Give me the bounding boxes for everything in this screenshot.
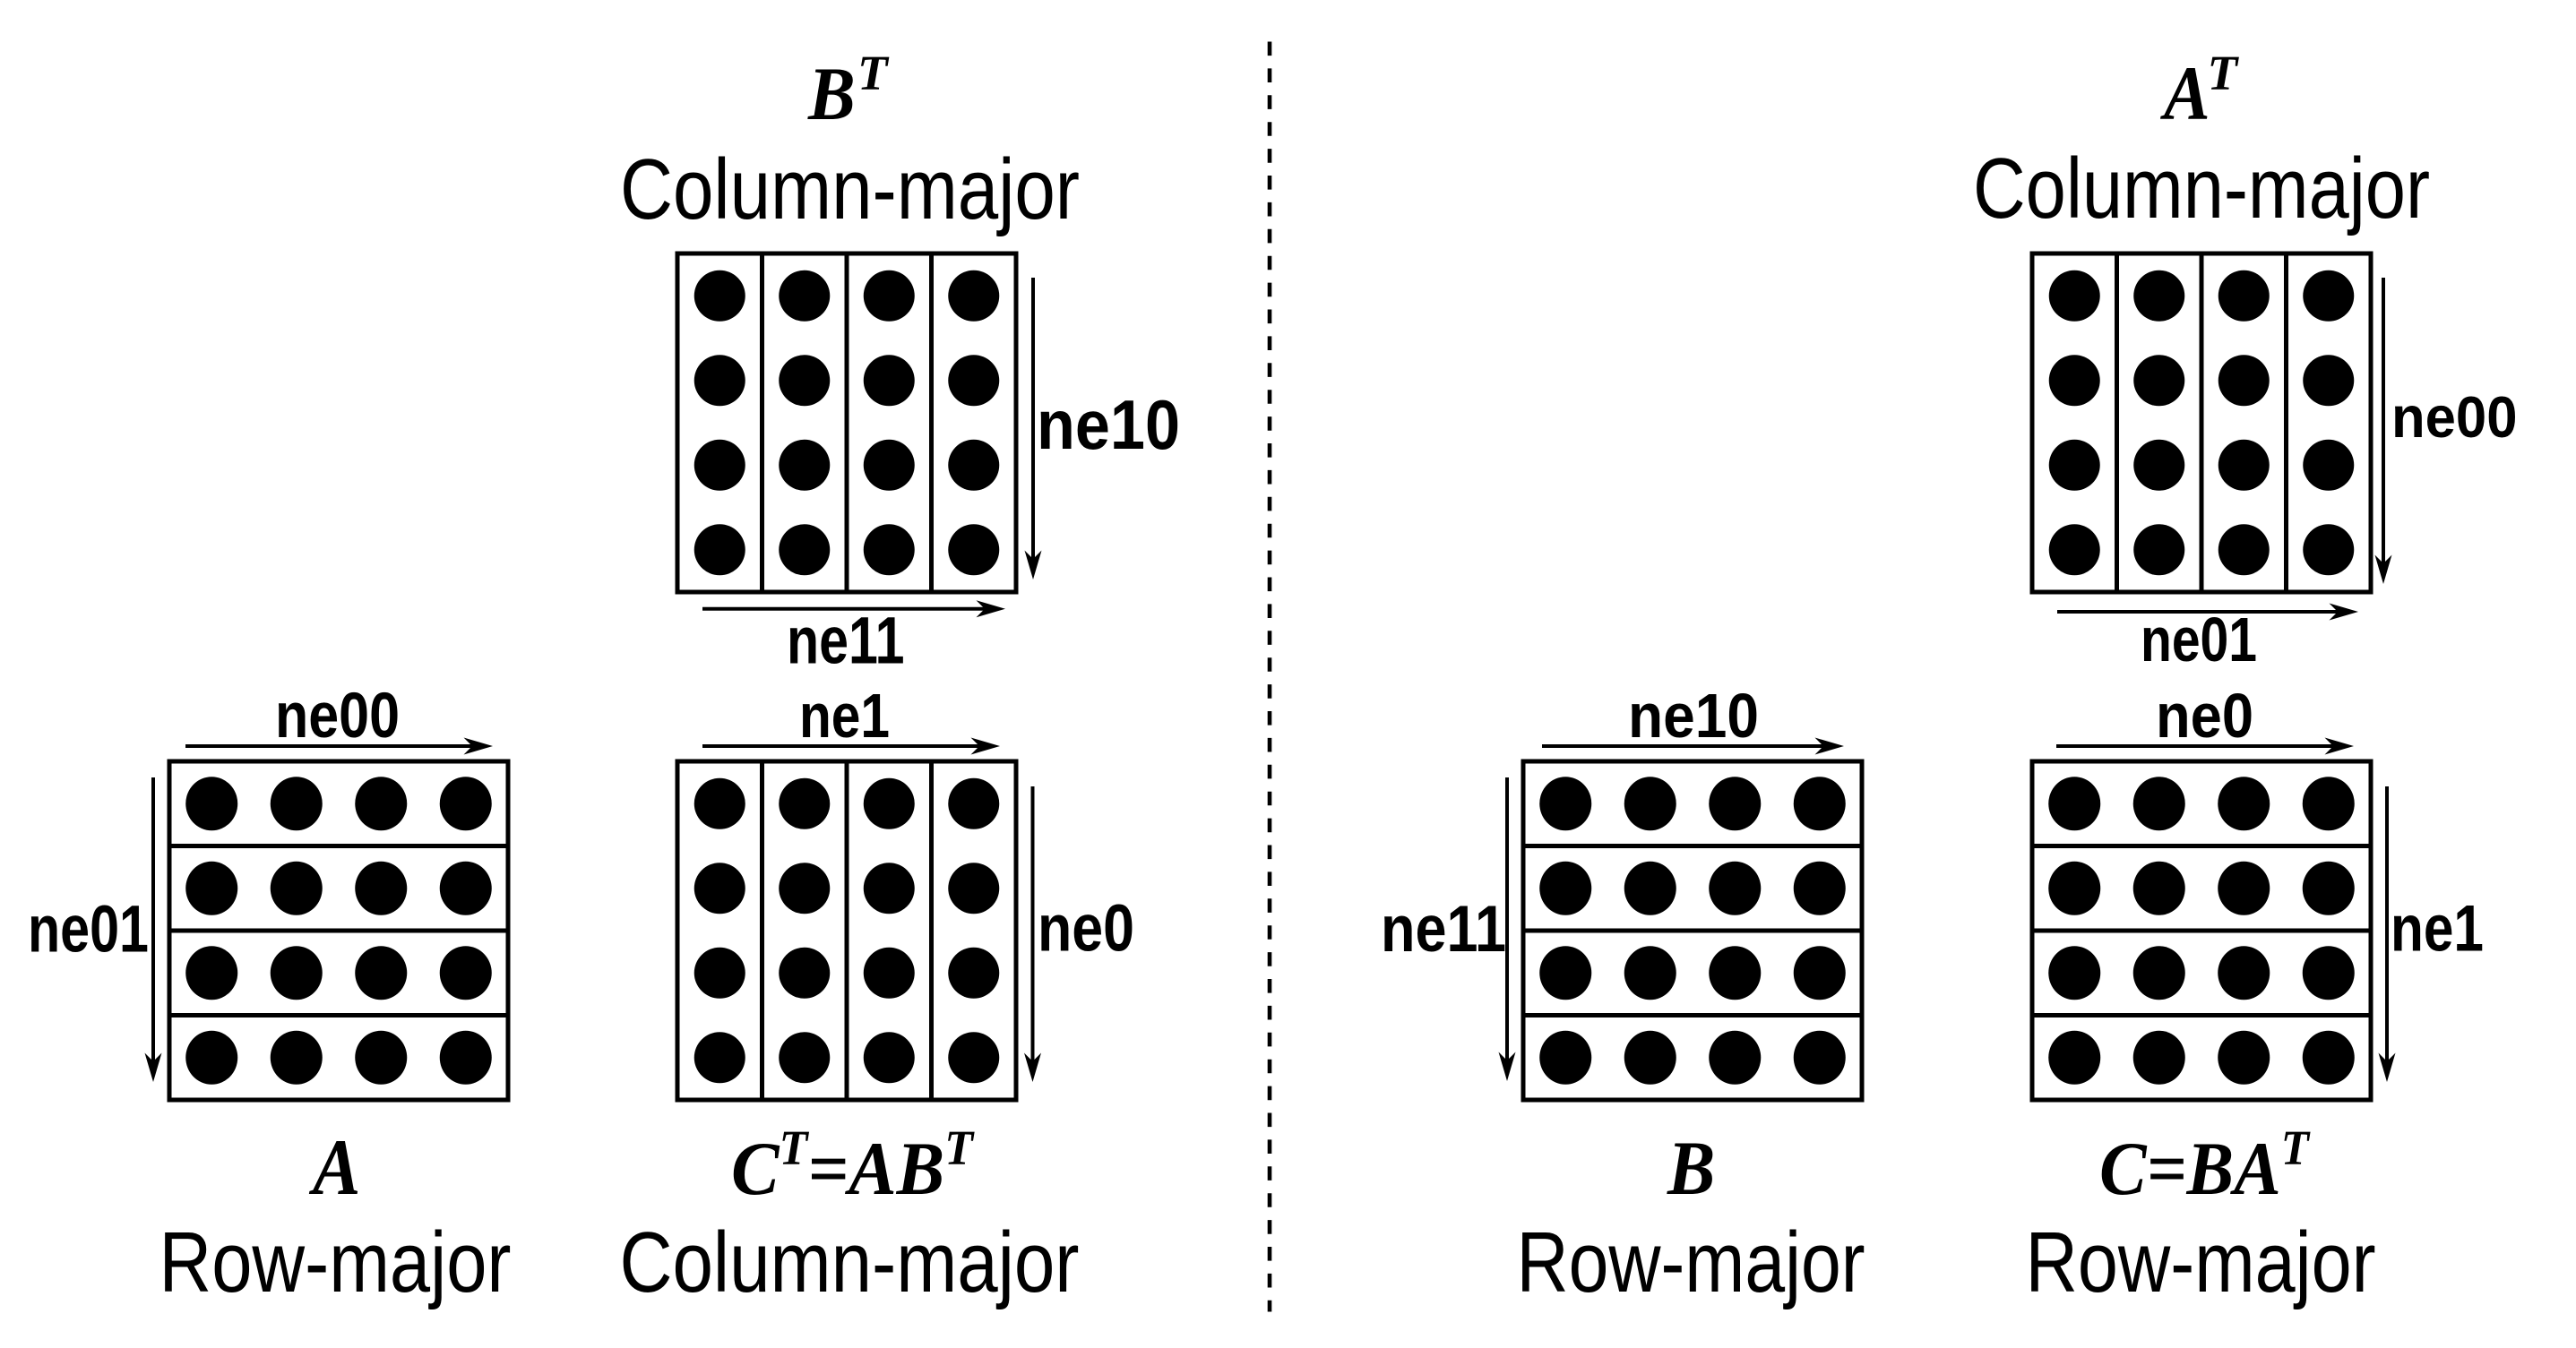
svg-text:ne11: ne11 (787, 604, 905, 678)
svg-text:ne01: ne01 (28, 892, 149, 966)
svg-text:ne1: ne1 (799, 681, 890, 751)
svg-text:B: B (807, 51, 856, 135)
svg-text:ne0: ne0 (1038, 891, 1134, 966)
svg-text:Row-major: Row-major (1517, 1215, 1865, 1310)
svg-text:C=BAT: C=BAT (2099, 1121, 2311, 1210)
svg-text:Row-major: Row-major (2026, 1215, 2376, 1310)
svg-text:Row-major: Row-major (159, 1215, 512, 1310)
svg-text:ne10: ne10 (1628, 681, 1759, 751)
svg-text:Column-major: Column-major (620, 1215, 1080, 1310)
svg-text:CT=ABT: CT=ABT (731, 1120, 975, 1211)
svg-text:A: A (2159, 50, 2210, 136)
svg-text:ne11: ne11 (1381, 893, 1506, 966)
svg-text:ne10: ne10 (1037, 385, 1180, 464)
svg-text:ne0: ne0 (2156, 681, 2253, 751)
svg-text:B: B (1667, 1125, 1715, 1210)
svg-text:Column-major: Column-major (1973, 141, 2430, 236)
svg-text:A: A (308, 1124, 360, 1212)
svg-text:T: T (857, 46, 890, 100)
svg-text:ne00: ne00 (2391, 384, 2518, 450)
svg-text:ne01: ne01 (2141, 605, 2257, 674)
svg-text:Column-major: Column-major (620, 142, 1080, 237)
svg-text:ne00: ne00 (275, 681, 400, 751)
svg-text:T: T (2208, 46, 2240, 100)
svg-text:ne1: ne1 (2391, 893, 2484, 966)
